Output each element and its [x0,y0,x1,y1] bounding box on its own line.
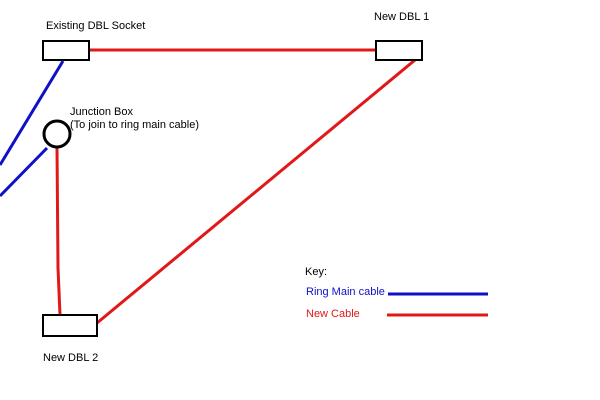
junction-box-note: (To join to ring main cable) [70,119,200,131]
ring-main-cable-upper [0,60,65,166]
key-ring-main-label: Ring Main cable [306,286,385,298]
new-dbl-1-socket [375,40,423,61]
existing-dbl-socket [42,40,90,61]
ring-main-cable-lower [0,146,49,198]
new-dbl-2-socket [42,314,98,337]
new-dbl-2-label: New DBL 2 [43,352,99,364]
new-dbl-1-label: New DBL 1 [374,11,430,23]
new-cable-dbl1-to-dbl2 [96,58,416,325]
new-cable-junction-to-dbl2 [55,147,62,316]
junction-box-label: Junction Box (To join to ring main cable… [70,106,199,132]
junction-box [42,119,72,149]
existing-socket-label: Existing DBL Socket [46,20,146,32]
junction-box-title: Junction Box [70,106,133,118]
key-title: Key: [305,266,328,278]
key-new-cable-label: New Cable [306,308,360,320]
